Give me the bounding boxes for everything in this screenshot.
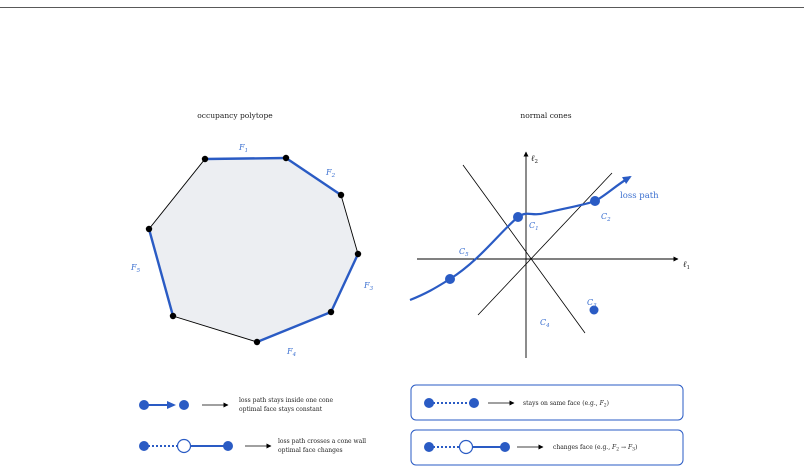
path-point xyxy=(589,305,599,315)
face-label-f1: F1 xyxy=(238,143,248,154)
legend-right-1-text: stays on same face (e.g., F2) xyxy=(523,400,609,409)
face-label-f4: F4 xyxy=(286,347,297,358)
face-label-f5: F5 xyxy=(130,263,141,274)
face-edge-f3 xyxy=(329,252,360,314)
loss-path xyxy=(409,175,632,302)
right-panel-title: normal cones xyxy=(520,111,571,120)
vertex xyxy=(327,308,335,316)
face-labels: F1 F2 F3 F4 F5 xyxy=(130,143,374,358)
vertex xyxy=(337,191,345,199)
face-edge-f4 xyxy=(255,310,333,344)
cone-label-c2: C2 xyxy=(601,212,611,223)
axis-x-label: ℓ1 xyxy=(683,260,690,271)
vertex xyxy=(253,338,261,346)
legend-left-row-2: loss path crosses a cone wall optimal fa… xyxy=(139,438,366,454)
legend-left-2-line1: loss path crosses a cone wall xyxy=(278,438,366,445)
vertex xyxy=(169,312,177,320)
face-edge-f2 xyxy=(284,156,343,197)
face-label-f3: F3 xyxy=(363,281,374,292)
vertex xyxy=(201,155,209,163)
path-point xyxy=(513,212,523,222)
face-label-f2: F2 xyxy=(325,168,336,179)
polytope-vertices xyxy=(145,154,362,346)
cone-labels: C1 C2 C3 C4 C5 xyxy=(459,212,611,329)
legend-left-row-1: loss path stays inside one cone optimal … xyxy=(139,397,333,413)
cone-label-c4: C4 xyxy=(540,318,550,329)
optimal-face-edges xyxy=(147,156,360,344)
path-point xyxy=(590,196,600,206)
loss-path-points xyxy=(445,196,600,315)
axis-y-label: ℓ2 xyxy=(531,154,538,165)
cone-label-c5: C5 xyxy=(459,247,469,258)
vertex xyxy=(145,225,153,233)
cone-walls xyxy=(462,164,613,334)
legend-right-2-text: changes face (e.g., F2 → F3) xyxy=(553,444,637,453)
cone-label-c3: C3 xyxy=(587,298,597,309)
legend-left-1-line1: loss path stays inside one cone xyxy=(239,397,333,404)
face-edge-f1 xyxy=(203,156,288,161)
path-point xyxy=(445,274,455,284)
cone-wall xyxy=(462,164,586,334)
left-panel-title: occupancy polytope xyxy=(197,111,273,120)
cone-wall xyxy=(477,172,613,316)
cone-label-c1: C1 xyxy=(529,221,539,232)
face-edge-f5 xyxy=(147,227,175,318)
legend-right-row-1: stays on same face (e.g., F2) xyxy=(410,384,684,421)
legend-left-2-line2: optimal face changes xyxy=(278,447,343,454)
loss-path-label: loss path xyxy=(620,191,659,201)
vertex xyxy=(282,154,290,162)
vertex xyxy=(354,250,362,258)
legend-right-row-2: changes face (e.g., F2 → F3) xyxy=(410,429,684,466)
legend-left-1-line2: optimal face stays constant xyxy=(239,406,323,413)
